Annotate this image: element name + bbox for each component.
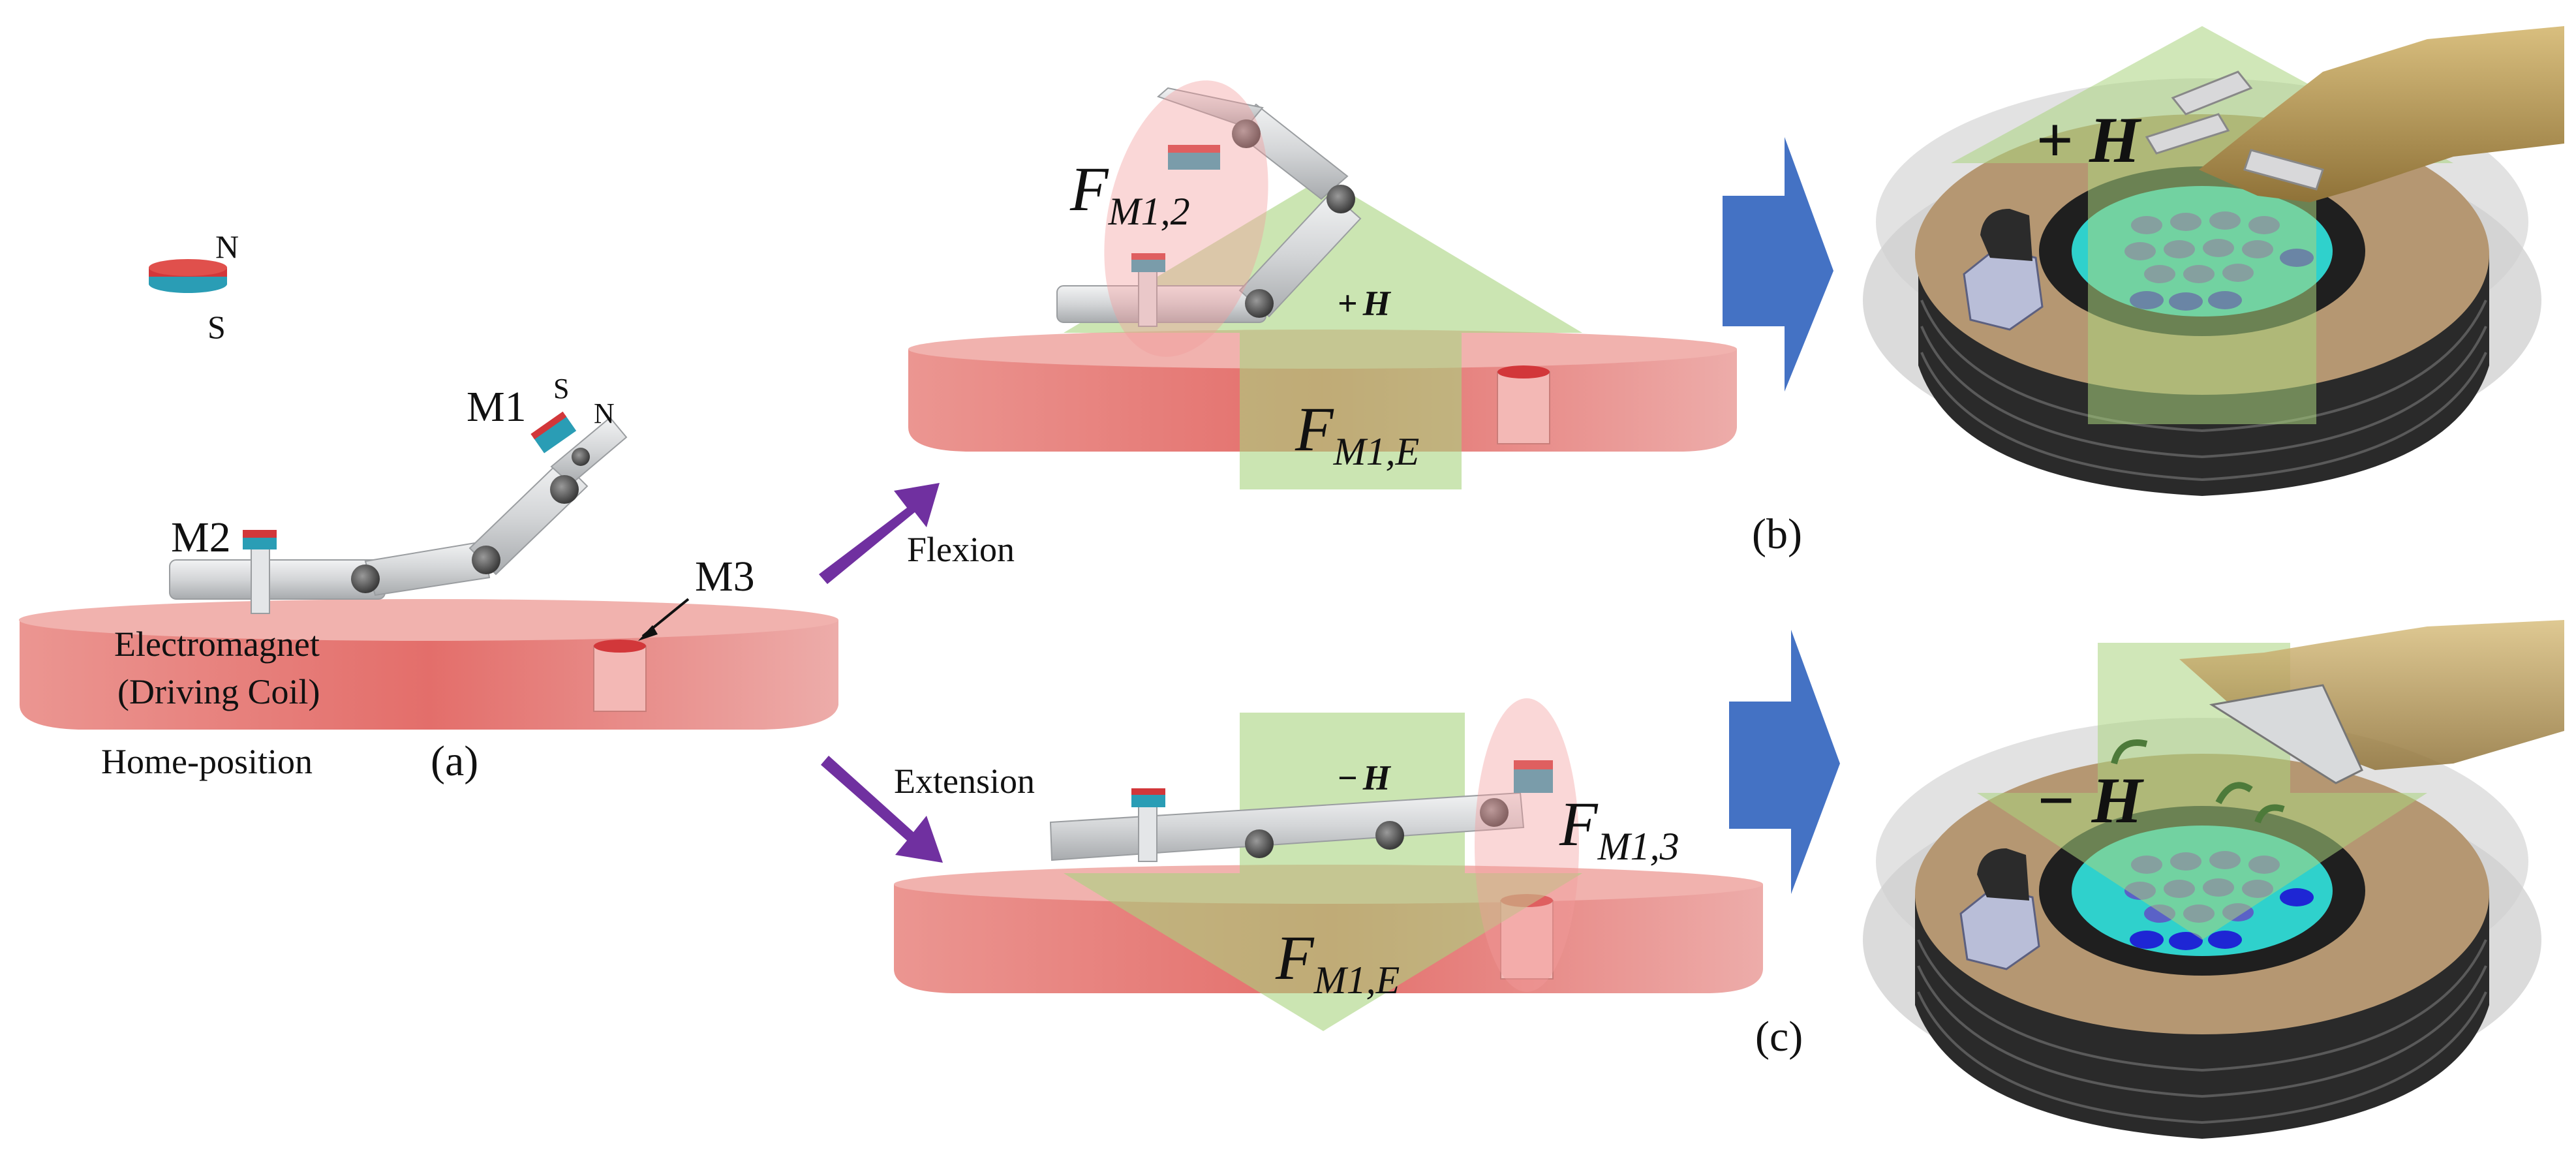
magnet-legend-icon <box>149 259 227 293</box>
magnet-north-label: N <box>215 228 239 265</box>
magnet-south-label: S <box>207 309 226 345</box>
device-render-c: − H <box>1863 620 2564 1139</box>
driving-coil-a <box>19 599 838 730</box>
force-coil-c: FM1,E <box>1275 923 1400 1002</box>
panel-b: FM1,2 +H FM1,E (b) <box>908 80 1802 558</box>
photo-field-label-b: + H <box>2036 104 2142 176</box>
coil-label-line1: Electromagnet <box>114 625 320 664</box>
flow-arrow-b <box>1723 137 1833 392</box>
finger-model-b <box>1056 87 1362 327</box>
panel-a-letter: (a) <box>431 737 478 785</box>
m3-label: M3 <box>695 553 755 600</box>
device-render-b: + H <box>1863 26 2564 496</box>
finger-model-c <box>1049 760 1553 862</box>
extension-label: Extension <box>894 762 1035 801</box>
field-label-c: −H <box>1338 758 1392 797</box>
force-coil-b: FM1,E <box>1295 394 1419 473</box>
m1-label: M1 <box>467 383 527 431</box>
flow-arrow-c <box>1729 630 1840 894</box>
m3-pointer-arrow <box>638 598 690 641</box>
m1-pole-n-label: N <box>594 397 615 429</box>
m1-pole-s-label: S <box>553 373 569 405</box>
flexion-label: Flexion <box>907 530 1015 569</box>
m2-label: M2 <box>171 514 231 561</box>
panel-c-letter: (c) <box>1755 1013 1803 1060</box>
flexion-arrow <box>819 483 940 584</box>
photo-field-label-c: − H <box>2036 764 2145 837</box>
panel-c: −H FM1,3 FM1,E (c) <box>894 698 1803 1060</box>
field-arrow-down-c <box>1064 713 1582 1031</box>
panel-b-letter: (b) <box>1752 510 1802 558</box>
force-tip-b: FM1,2 <box>1069 154 1190 233</box>
home-position-label: Home-position <box>101 742 313 781</box>
finger-model-a <box>169 411 628 614</box>
coil-label-line2: (Driving Coil) <box>117 672 320 711</box>
highlight-ellipse-b <box>1104 80 1268 357</box>
field-label-b: +H <box>1338 284 1392 323</box>
field-arrow-up-b <box>1064 178 1582 489</box>
extension-arrow <box>821 756 943 863</box>
highlight-ellipse-c <box>1475 698 1579 992</box>
force-tip-c: FM1,3 <box>1559 789 1679 868</box>
panel-a: N S M1 S N <box>19 228 838 785</box>
